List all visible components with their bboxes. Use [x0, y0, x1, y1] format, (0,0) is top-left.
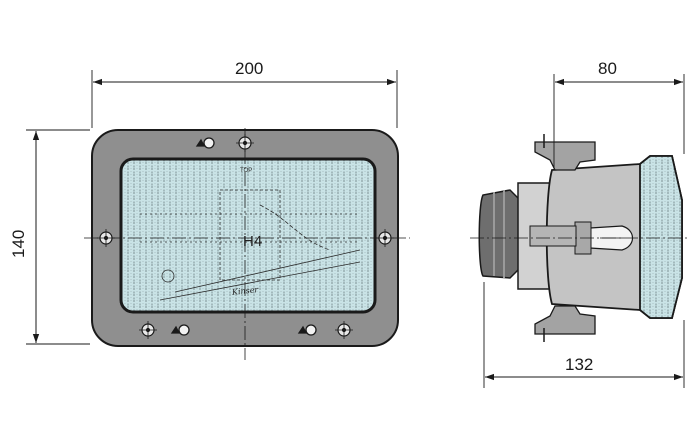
front-lens — [119, 157, 377, 314]
dimension-front-height: 140 — [9, 129, 90, 345]
front-view: H4 TOP Kinser — [84, 128, 410, 360]
lens-optics — [140, 189, 361, 301]
dimension-140-label: 140 — [9, 230, 28, 258]
side-view — [470, 134, 690, 342]
side-lens — [639, 155, 683, 319]
dimension-side-total: 132 — [483, 282, 685, 388]
connector — [529, 225, 577, 247]
top-mark: TOP — [240, 168, 252, 174]
mounting-bracket — [534, 141, 596, 335]
dimension-200-label: 200 — [235, 59, 263, 78]
dimension-front-width: 200 — [91, 59, 398, 128]
dimension-side-depth: 80 — [553, 59, 685, 168]
adjuster-icon — [170, 137, 317, 336]
dimension-80-label: 80 — [598, 59, 617, 78]
dimension-132-label: 132 — [565, 355, 593, 374]
rubber-boot — [478, 189, 521, 279]
bulb-type-label: H4 — [243, 233, 262, 250]
